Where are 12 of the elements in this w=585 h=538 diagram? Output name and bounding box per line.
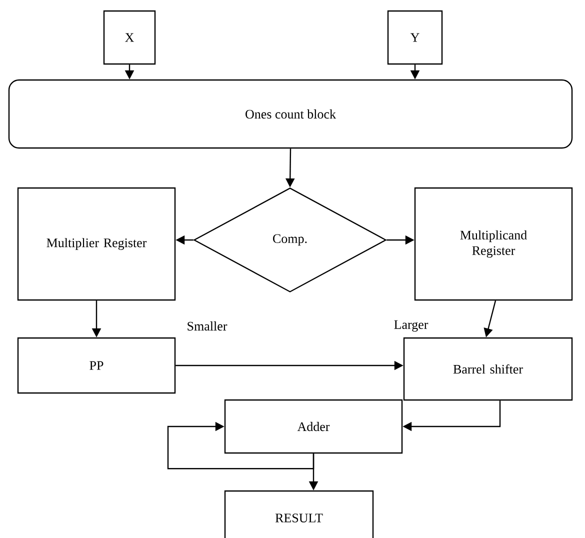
adder-box: Adder (224, 399, 403, 454)
shifter-box: Barrel shifter (403, 337, 573, 401)
arrow (167, 422, 314, 470)
side-label: Larger (394, 320, 428, 332)
block-box: Ones count block (8, 79, 573, 149)
input-box: Y (387, 10, 443, 65)
input-box: X (103, 10, 156, 65)
result-box: RESULT (224, 490, 374, 538)
side-label: Smaller (188, 321, 228, 331)
process-box: PP (17, 337, 176, 394)
register-box: Multiplicand Register (414, 187, 573, 301)
register-box: Multiplier Register (17, 187, 176, 301)
